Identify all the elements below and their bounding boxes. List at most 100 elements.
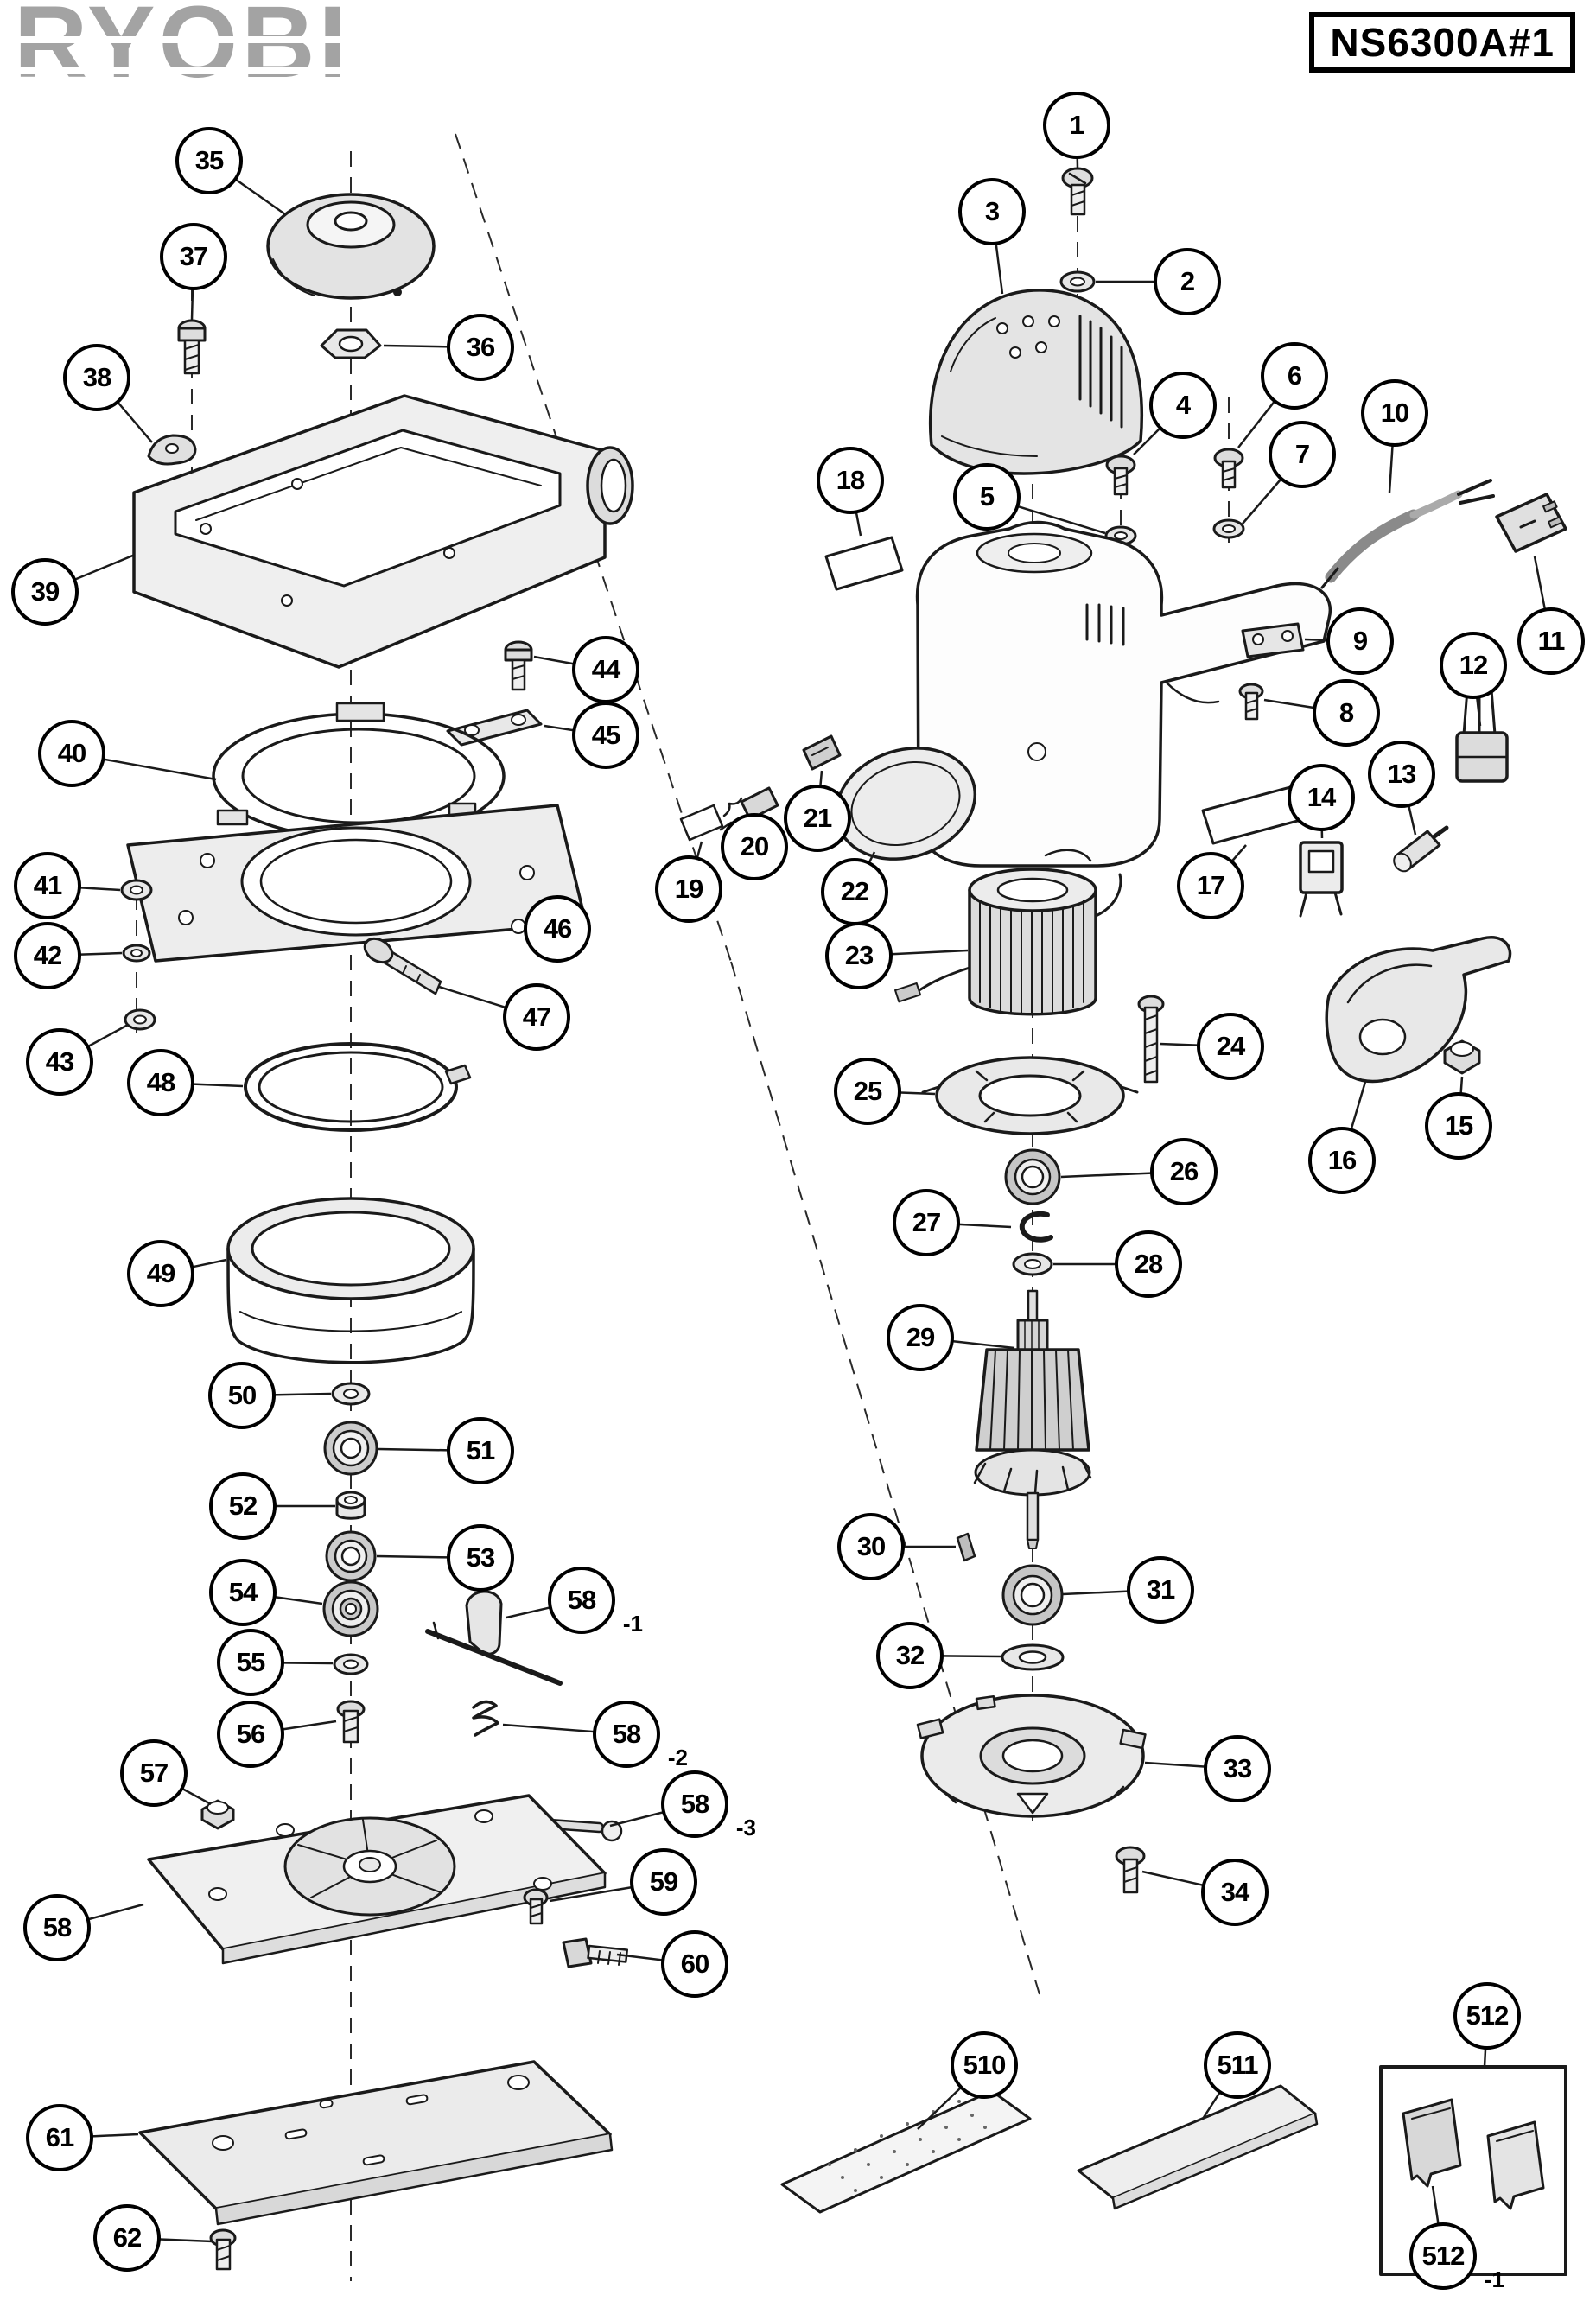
leader-line-11 bbox=[1533, 556, 1547, 612]
callout-30: 30 bbox=[837, 1513, 905, 1580]
callout-number: 43 bbox=[45, 1046, 74, 1077]
callout-number: 58 bbox=[612, 1719, 641, 1749]
callout-25: 25 bbox=[834, 1058, 901, 1125]
callout-number: 5 bbox=[979, 481, 995, 512]
callout-number: 54 bbox=[228, 1577, 258, 1607]
callout-11: 11 bbox=[1517, 607, 1585, 675]
callout-number: 15 bbox=[1444, 1110, 1473, 1141]
callout-34: 34 bbox=[1201, 1859, 1269, 1926]
leader-line-510 bbox=[917, 2085, 963, 2130]
callout-19: 19 bbox=[655, 855, 722, 923]
callout-53: 53 bbox=[447, 1524, 514, 1592]
leader-line-12 bbox=[1475, 695, 1482, 727]
leader-line-5 bbox=[1015, 505, 1106, 535]
callout-47: 47 bbox=[503, 983, 570, 1051]
leader-line-49 bbox=[189, 1258, 227, 1269]
part-bracket-9 bbox=[1241, 622, 1305, 658]
callout-52: 52 bbox=[209, 1472, 277, 1540]
callout-number: 20 bbox=[740, 831, 769, 861]
callout-31: 31 bbox=[1127, 1556, 1194, 1624]
part-motor-housing bbox=[915, 520, 1332, 868]
callout-24: 24 bbox=[1197, 1013, 1264, 1080]
callout-37: 37 bbox=[160, 223, 227, 290]
callout-suffix: -1 bbox=[622, 1611, 643, 1637]
brand-logo-stripe bbox=[10, 67, 416, 74]
part-dust-cover bbox=[266, 193, 436, 300]
callout-60: 60 bbox=[661, 1930, 728, 1998]
callout-21: 21 bbox=[784, 785, 851, 852]
leader-line-24 bbox=[1159, 1042, 1201, 1046]
callout-number: 8 bbox=[1338, 697, 1354, 728]
callout-43: 43 bbox=[26, 1028, 93, 1096]
part-handle-16 bbox=[1325, 935, 1512, 1084]
part-screw-44 bbox=[504, 640, 533, 691]
callout-10: 10 bbox=[1361, 379, 1428, 447]
callout-number: 35 bbox=[194, 145, 224, 175]
callout-12: 12 bbox=[1440, 632, 1507, 699]
callout-number: 2 bbox=[1180, 266, 1195, 296]
part-sandpaper-510 bbox=[780, 2089, 1032, 2214]
callout-51: 51 bbox=[447, 1417, 514, 1484]
callout-number: 512 bbox=[1421, 2241, 1466, 2271]
callout-number: 51 bbox=[466, 1435, 495, 1465]
callout-1: 1 bbox=[1043, 92, 1110, 159]
callout-29: 29 bbox=[887, 1304, 954, 1371]
part-base-housing-plate bbox=[126, 804, 588, 963]
leader-line-26 bbox=[1060, 1172, 1154, 1179]
part-label-19 bbox=[679, 804, 724, 842]
callout-35: 35 bbox=[175, 127, 243, 194]
part-dust-tank bbox=[132, 394, 634, 669]
part-brush-cap-21 bbox=[802, 734, 842, 771]
callout-39: 39 bbox=[11, 558, 79, 626]
part-screw-59 bbox=[523, 1888, 549, 1925]
callout-number: 60 bbox=[680, 1948, 709, 1979]
callout-59: 59 bbox=[630, 1848, 697, 1916]
callout-number: 44 bbox=[591, 654, 620, 684]
part-field-coil bbox=[894, 849, 1122, 1016]
callout-27: 27 bbox=[893, 1189, 960, 1256]
part-pad bbox=[138, 2060, 614, 2226]
part-band-clamp bbox=[244, 1042, 472, 1132]
part-bearing-53 bbox=[325, 1530, 377, 1582]
callout-510: 510 bbox=[951, 2031, 1018, 2099]
part-washer-55 bbox=[333, 1653, 369, 1675]
callout-57: 57 bbox=[120, 1739, 188, 1807]
callout-number: 12 bbox=[1459, 650, 1488, 680]
callout-38: 38 bbox=[63, 344, 130, 411]
leader-line-29 bbox=[950, 1339, 1015, 1350]
leader-line-58 bbox=[86, 1903, 144, 1922]
leader-line-4 bbox=[1133, 425, 1163, 455]
callout-number: 511 bbox=[1217, 2050, 1258, 2080]
callout-49: 49 bbox=[127, 1240, 194, 1307]
leader-line-57 bbox=[180, 1786, 212, 1806]
part-bearing-51 bbox=[323, 1421, 378, 1476]
leader-line-8 bbox=[1263, 698, 1317, 709]
callout-number: 6 bbox=[1287, 360, 1302, 391]
leader-line-16 bbox=[1349, 1081, 1367, 1132]
callout-number: 16 bbox=[1327, 1145, 1357, 1175]
callout-46: 46 bbox=[524, 895, 591, 963]
part-screw-56 bbox=[336, 1700, 366, 1744]
leader-line-44 bbox=[533, 655, 576, 666]
leader-line-512-1 bbox=[1431, 2185, 1440, 2227]
callout-512-1: 512-1 bbox=[1409, 2222, 1504, 2292]
callout-26: 26 bbox=[1150, 1138, 1218, 1205]
callout-number: 59 bbox=[649, 1866, 678, 1897]
leader-line-61 bbox=[89, 2133, 139, 2138]
callout-number: 45 bbox=[591, 720, 620, 750]
part-washer-43 bbox=[124, 1008, 156, 1031]
leader-line-13 bbox=[1407, 803, 1417, 836]
part-base-plate bbox=[147, 1794, 607, 1965]
leader-line-18 bbox=[855, 510, 862, 537]
callout-suffix: -3 bbox=[735, 1815, 756, 1840]
callout-number: 24 bbox=[1216, 1031, 1245, 1061]
leader-line-37 bbox=[190, 286, 194, 321]
callout-number: 40 bbox=[57, 738, 86, 768]
part-washer-2 bbox=[1059, 270, 1096, 293]
callout-17: 17 bbox=[1177, 852, 1244, 919]
callout-23: 23 bbox=[825, 922, 893, 989]
part-clip-58-1 bbox=[425, 1590, 563, 1686]
leader-line-6 bbox=[1237, 398, 1277, 448]
callout-number: 36 bbox=[466, 332, 495, 362]
